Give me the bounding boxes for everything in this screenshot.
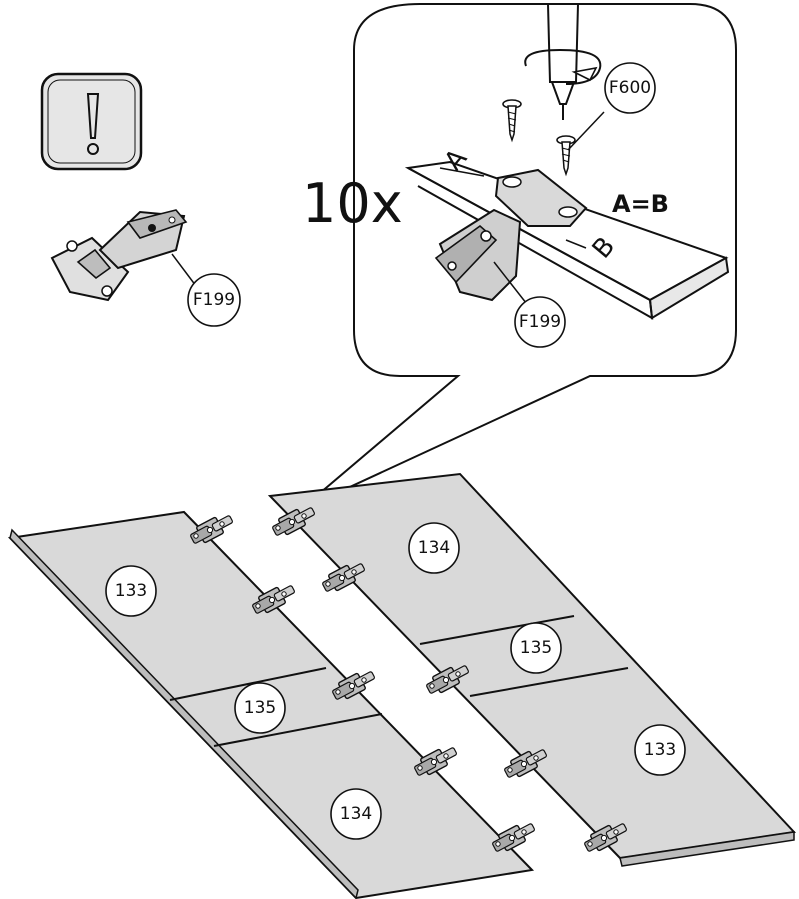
warning-icon <box>42 74 141 169</box>
part-callout: 134 <box>331 789 381 839</box>
part-callout: 135 <box>511 623 561 673</box>
screw-callout-label: F600 <box>609 78 651 98</box>
part-callout: 135 <box>235 683 285 733</box>
part-label-right-bottom: 133 <box>644 740 676 760</box>
part-callout: 133 <box>106 566 156 616</box>
part-label-left-mid: 135 <box>244 698 276 718</box>
part-label-left-top: 133 <box>115 581 147 601</box>
detail-bubble: A B A=B F600 F199 <box>300 4 736 510</box>
part-callout: 133 <box>635 725 685 775</box>
part-label-right-mid: 135 <box>520 638 552 658</box>
hinge-callout: F199 <box>188 274 240 326</box>
hinge-callout-label: F199 <box>193 290 235 310</box>
part-label-left-bottom: 134 <box>340 804 372 824</box>
detail-hinge-callout-label: F199 <box>519 312 561 332</box>
part-callout: 134 <box>409 523 459 573</box>
screw-callout: F600 <box>605 63 655 113</box>
quantity-label: 10x <box>302 172 403 235</box>
hinge-illustration <box>52 210 196 300</box>
dimension-rule: A=B <box>612 190 669 218</box>
detail-hinge-callout: F199 <box>515 297 565 347</box>
part-label-right-top: 134 <box>418 538 450 558</box>
